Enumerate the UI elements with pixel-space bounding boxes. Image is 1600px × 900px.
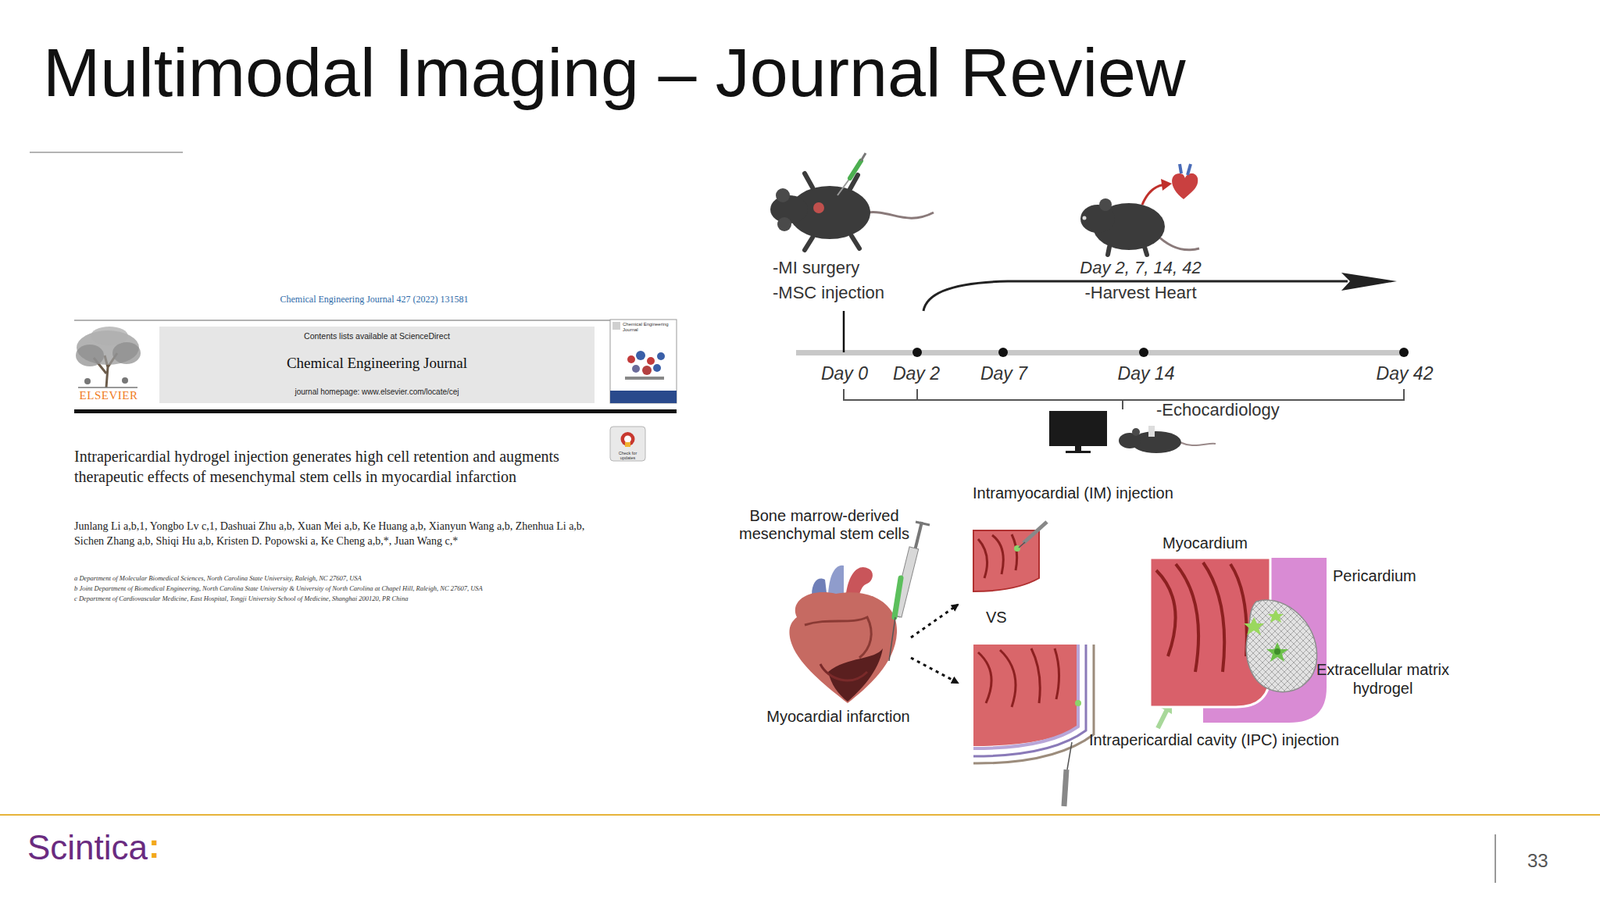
panel-label: Intramyocardial (IM) injection [972,484,1174,503]
step-label: -MSC injection [772,282,885,303]
dotted-arrow [910,604,958,638]
header-rule [74,320,677,322]
journal-cover [610,319,677,404]
affiliation: c Department of Cardiovascular Medicine,… [74,593,637,604]
day-label: Day 7 [964,363,1043,384]
journal-header-box: Contents lists available at ScienceDirec… [159,326,595,404]
elsevier-tree [75,326,141,388]
day-label: Day 14 [1107,363,1186,384]
day-label: Day 42 [1365,363,1444,384]
journal-citation: Chemical Engineering Journal 427 (2022) … [178,294,570,306]
slide-title: Multimodal Imaging – Journal Review [42,32,1186,112]
node-text: Contents lists available at ScienceDirec… [159,331,595,341]
logo-text: Scintica [27,828,148,868]
part-label: Myocardium [1162,534,1248,553]
part-label: Pericardium [1332,567,1417,586]
node-text: journal homepage: www.elsevier.com/locat… [159,387,595,397]
update-badge: Check for updates [610,426,646,461]
part-label: Extracellular matrix hydrogel [1296,660,1469,698]
title-rule [29,151,183,154]
logo-colon: : [148,826,161,867]
dotted-arrow [910,657,958,683]
check-badge [610,426,646,461]
footer-divider [1494,834,1497,883]
pericardium-panel [1150,557,1327,723]
header-bar [74,409,677,414]
timeline [796,272,1409,410]
paper-title: Intrapericardial hydrogel injection gene… [74,446,563,487]
day-label: Day 2 [877,363,956,384]
cover-thumbnail: Chemical Engineering Journal [610,319,677,404]
im-panel [973,521,1047,592]
node-text: Chemical Engineering Journal [622,321,675,333]
day-label: Day 0 [805,363,884,384]
publisher-name: ELSEVIER [71,389,146,403]
mouse-harvest [1080,164,1200,255]
step-label: -Harvest Heart [1023,282,1258,303]
step-label: -MI surgery [772,257,860,278]
author-list: Junlang Li a,b,1, Yongbo Lv c,1, Dashuai… [74,518,590,549]
heart-illustration [789,521,930,704]
mouse-surgery [770,153,934,250]
part-label: Myocardial infarction [736,707,940,726]
footer-rule [0,814,1600,816]
part-label: Bone marrow-derived mesenchymal stem cel… [722,507,926,543]
affiliation: a Department of Molecular Biomedical Sci… [74,573,637,583]
node-text: Chemical Engineering Journal [159,354,595,372]
panel-label: Intrapericardial cavity (IPC) injection [1089,731,1340,750]
comparison-label: VS [985,608,1008,627]
pointer-arrow [1157,709,1168,729]
step-label: -Echocardiology [1156,400,1280,420]
affiliation: b Joint Department of Biomedical Enginee… [74,583,637,593]
node-text: Check for updates [610,450,645,461]
ipc-panel [973,644,1095,807]
step-label: Day 2, 7, 14, 42 [1023,257,1258,278]
page-number: 33 [1527,850,1549,872]
